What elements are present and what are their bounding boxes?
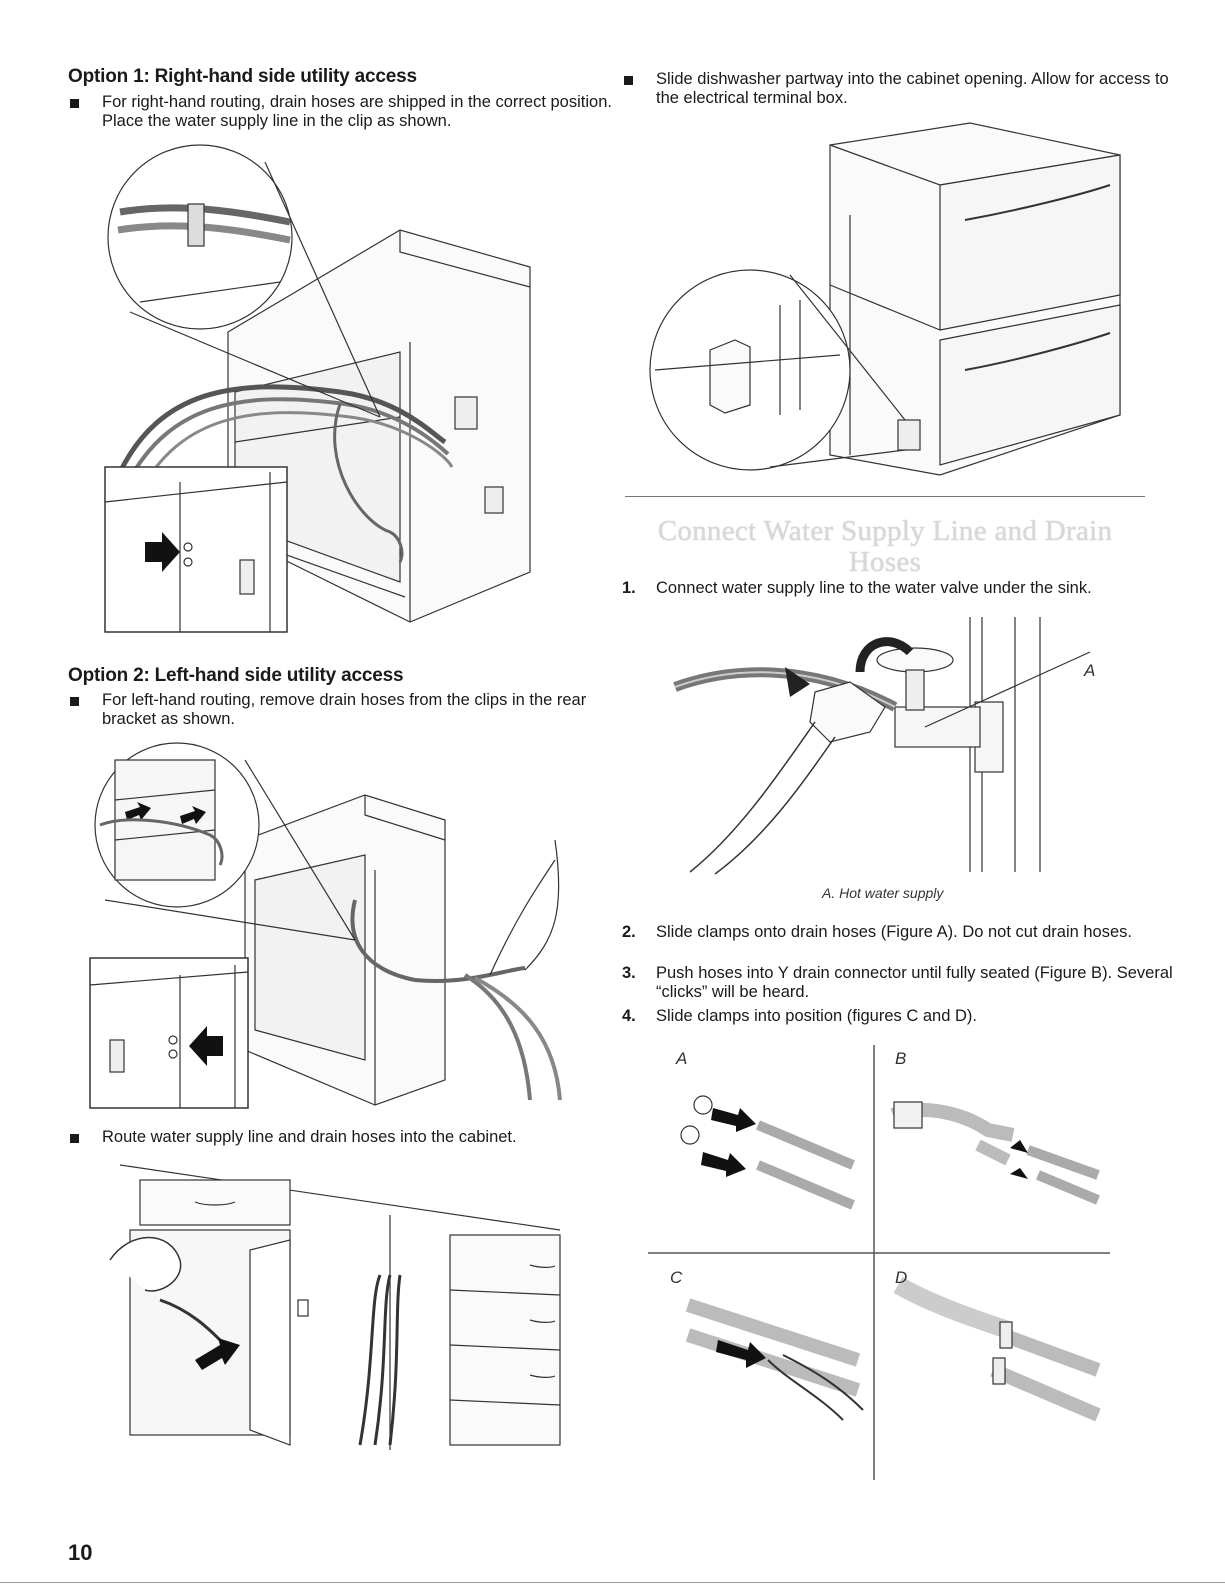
page-bottom-rule [0,1582,1225,1583]
bullet-square-icon [624,76,633,85]
right-hand-routing-illustration [100,142,580,637]
bullet-square-icon [70,1134,79,1143]
clamp-figure-label-d: D [895,1268,908,1287]
section-divider [625,496,1145,497]
option2-bullet: For left-hand routing, remove drain hose… [68,691,622,729]
step-1: 1. Connect water supply line to the wate… [622,579,1176,598]
option2-heading: Option 2: Left-hand side utility access [68,665,404,686]
option1-bullet: For right-hand routing, drain hoses are … [68,93,622,131]
water-valve-wrench-illustration [670,612,1110,877]
clamp-figure-label-c: C [670,1268,683,1287]
step-number: 1. [622,579,636,597]
valve-callout-label: A [1084,661,1096,680]
step-number: 2. [622,923,636,941]
step-number: 4. [622,1007,636,1025]
route-bullet-text: Route water supply line and drain hoses … [102,1128,517,1146]
step-text: Connect water supply line to the water v… [656,579,1092,597]
option1-bullet-text: For right-hand routing, drain hoses are … [102,93,612,130]
clamp-figure-grid [648,1040,1118,1480]
slide-bullet-text: Slide dishwasher partway into the cabine… [656,70,1169,107]
step-3: 3. Push hoses into Y drain connector unt… [622,964,1176,1002]
route-bullet: Route water supply line and drain hoses … [68,1128,622,1147]
clamp-figure-label-a: A [676,1049,688,1068]
option1-heading: Option 1: Right-hand side utility access [68,66,417,87]
step-text: Push hoses into Y drain connector until … [656,964,1173,1001]
step-2: 2. Slide clamps onto drain hoses (Figure… [622,923,1176,942]
left-hand-routing-illustration [85,740,590,1110]
step-4: 4. Slide clamps into position (figures C… [622,1007,1176,1026]
step-number: 3. [622,964,636,982]
step-text: Slide clamps into position (figures C an… [656,1007,977,1025]
dishwasher-terminal-box-illustration [640,115,1130,485]
cabinet-routing-illustration [100,1160,570,1450]
slide-bullet: Slide dishwasher partway into the cabine… [622,70,1176,108]
step-text: Slide clamps onto drain hoses (Figure A)… [656,923,1132,941]
bullet-square-icon [70,697,79,706]
bullet-square-icon [70,99,79,108]
valve-caption: A. Hot water supply [822,885,944,901]
clamp-figure-label-b: B [895,1049,907,1068]
option2-bullet-text: For left-hand routing, remove drain hose… [102,691,587,728]
section-title: Connect Water Supply Line and Drain Hose… [657,515,1113,578]
page-number: 10 [68,1540,93,1565]
